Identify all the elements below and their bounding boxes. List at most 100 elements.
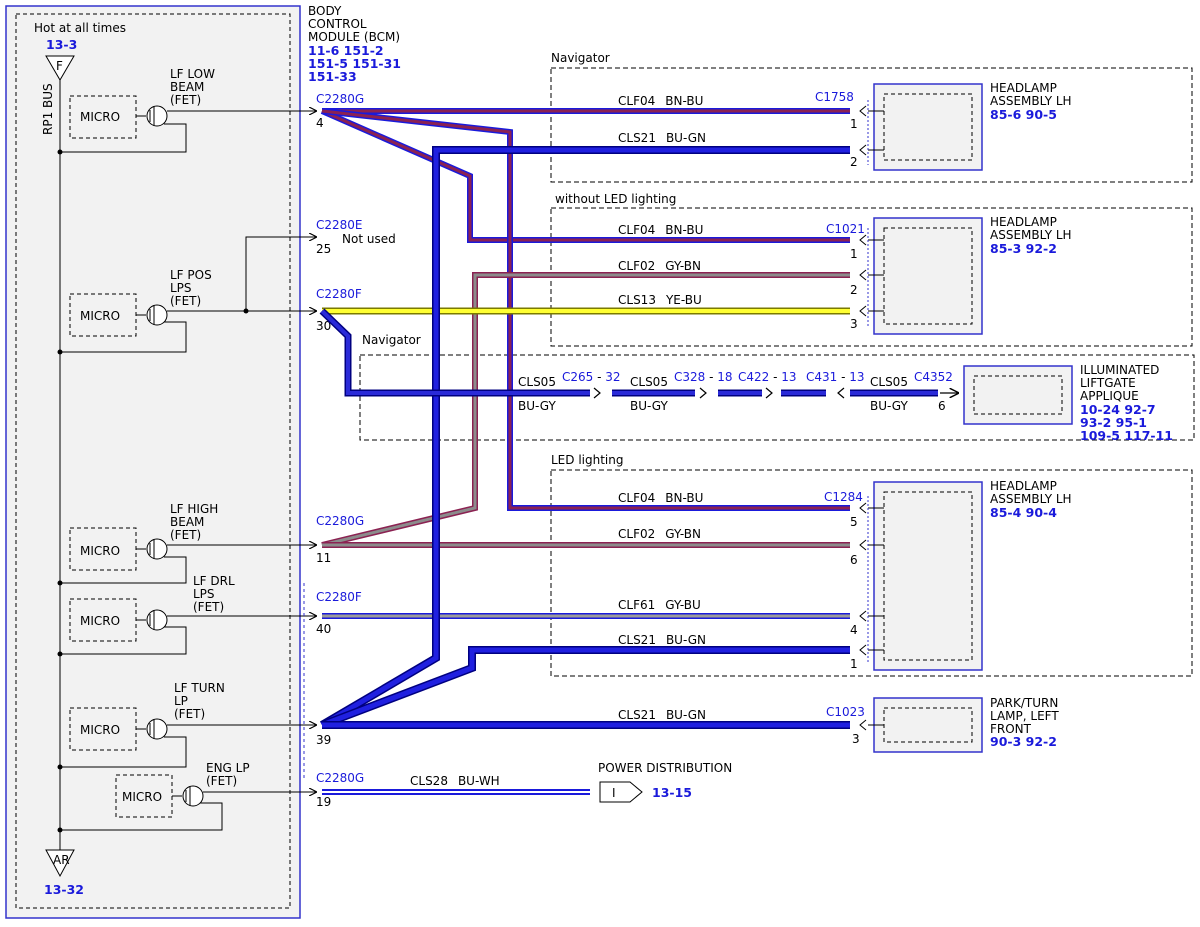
top-fuse-ref: 13-3 [46,37,77,52]
svg-text:C4352: C4352 [914,370,953,384]
bcm-module: Hot at all times 13-3 F RP1 BUS AR 13-32… [5,5,316,919]
inline-arrows [593,387,958,399]
svg-text:(FET): (FET) [170,93,201,107]
svg-text:151-5 151-31: 151-5 151-31 [308,56,401,71]
park-turn-lamp: C1023 3 PARK/TURN LAMP, LEFT FRONT 90-3 … [826,696,1059,753]
svg-text:C431 - 13: C431 - 13 [806,370,865,384]
svg-text:BU-GY: BU-GY [870,399,908,413]
svg-text:ASSEMBLY LH: ASSEMBLY LH [990,94,1072,108]
svg-text:Not used: Not used [342,232,396,246]
svg-text:LAMP, LEFT: LAMP, LEFT [990,709,1059,723]
svg-text:BODY: BODY [308,4,342,18]
svg-text:HEADLAMP: HEADLAMP [990,215,1057,229]
svg-text:MICRO: MICRO [80,614,120,628]
group-without-led: without LED lighting [555,192,676,206]
bus-label: RP1 BUS [41,83,55,135]
svg-text:BU-GY: BU-GY [518,399,556,413]
svg-text:3: 3 [852,732,860,746]
svg-text:85-3 92-2: 85-3 92-2 [990,241,1057,256]
svg-text:90-3 92-2: 90-3 92-2 [990,734,1057,749]
svg-text:LP: LP [174,694,188,708]
svg-text:6: 6 [850,553,858,567]
svg-text:LIFTGATE: LIFTGATE [1080,376,1136,390]
svg-text:C2280G: C2280G [316,771,364,785]
svg-text:ILLUMINATED: ILLUMINATED [1080,363,1159,377]
svg-text:(FET): (FET) [193,600,224,614]
svg-text:MICRO: MICRO [122,790,162,804]
svg-text:5: 5 [850,515,858,529]
svg-text:APPLIQUE: APPLIQUE [1080,389,1139,403]
svg-text:40: 40 [316,622,331,636]
svg-text:MICRO: MICRO [80,544,120,558]
group-navigator-top: Navigator [551,51,610,65]
svg-text:C2280F: C2280F [316,590,362,604]
svg-text:POWER DISTRIBUTION: POWER DISTRIBUTION [598,761,732,775]
svg-text:LPS: LPS [170,281,192,295]
svg-text:C265 - 32: C265 - 32 [562,370,621,384]
fet-circuits [60,105,316,831]
svg-text:6: 6 [938,399,946,413]
svg-text:C1758: C1758 [815,90,854,104]
svg-text:CLS05: CLS05 [870,375,908,389]
svg-text:C2280G: C2280G [316,92,364,106]
svg-text:MICRO: MICRO [80,723,120,737]
svg-text:FRONT: FRONT [990,722,1032,736]
svg-text:CONTROL: CONTROL [308,17,367,31]
svg-text:3: 3 [850,317,858,331]
svg-text:2: 2 [850,283,858,297]
svg-text:C422 - 13: C422 - 13 [738,370,797,384]
svg-text:93-2 95-1: 93-2 95-1 [1080,415,1147,430]
wire-bu-gn [319,146,850,729]
top-fuse-label: F [56,59,63,73]
svg-text:BU-GY: BU-GY [630,399,668,413]
svg-text:(FET): (FET) [206,774,237,788]
hot-label: Hot at all times [34,21,126,35]
bcm-connectors: C2280G 4 C2280E 25 Not used C2280F 30 C2… [303,92,396,809]
svg-text:39: 39 [316,733,331,747]
svg-text:C1284: C1284 [824,490,863,504]
svg-text:ASSEMBLY LH: ASSEMBLY LH [990,228,1072,242]
svg-text:11: 11 [316,551,331,565]
group-led-lighting: LED lighting [551,453,623,467]
svg-text:CLS05: CLS05 [630,375,668,389]
svg-text:(FET): (FET) [174,707,205,721]
svg-text:LF HIGH: LF HIGH [170,502,218,516]
svg-text:(FET): (FET) [170,294,201,308]
svg-text:LF POS: LF POS [170,268,212,282]
svg-text:MICRO: MICRO [80,110,120,124]
svg-text:LF DRL: LF DRL [193,574,235,588]
inline-connector-labels: C265 - 32 C328 - 18 C422 - 13 C431 - 13 … [562,370,953,413]
svg-text:C2280F: C2280F [316,287,362,301]
svg-text:C2280E: C2280E [316,218,363,232]
headlamp-assembly-1: C1758 1 2 HEADLAMP ASSEMBLY LH 85-6 90-5 [815,81,1072,171]
svg-text:C1023: C1023 [826,705,865,719]
svg-text:ENG LP: ENG LP [206,761,250,775]
svg-text:HEADLAMP: HEADLAMP [990,479,1057,493]
power-distribution: I POWER DISTRIBUTION 13-15 [598,761,732,803]
svg-text:1: 1 [850,247,858,261]
svg-text:LF LOW: LF LOW [170,67,215,81]
svg-text:25: 25 [316,242,331,256]
svg-text:MODULE (BCM): MODULE (BCM) [308,30,400,44]
svg-text:MICRO: MICRO [80,309,120,323]
svg-text:I: I [612,786,616,800]
svg-text:30: 30 [316,319,331,333]
group-boxes [359,67,1195,677]
svg-text:BEAM: BEAM [170,80,204,94]
svg-text:(FET): (FET) [170,528,201,542]
wire-gy-bn [321,272,850,548]
svg-text:1: 1 [850,117,858,131]
svg-text:C2280G: C2280G [316,514,364,528]
svg-text:19: 19 [316,795,331,809]
wire-bu-gy [319,308,938,397]
bottom-fuse-label: AR [53,853,70,867]
